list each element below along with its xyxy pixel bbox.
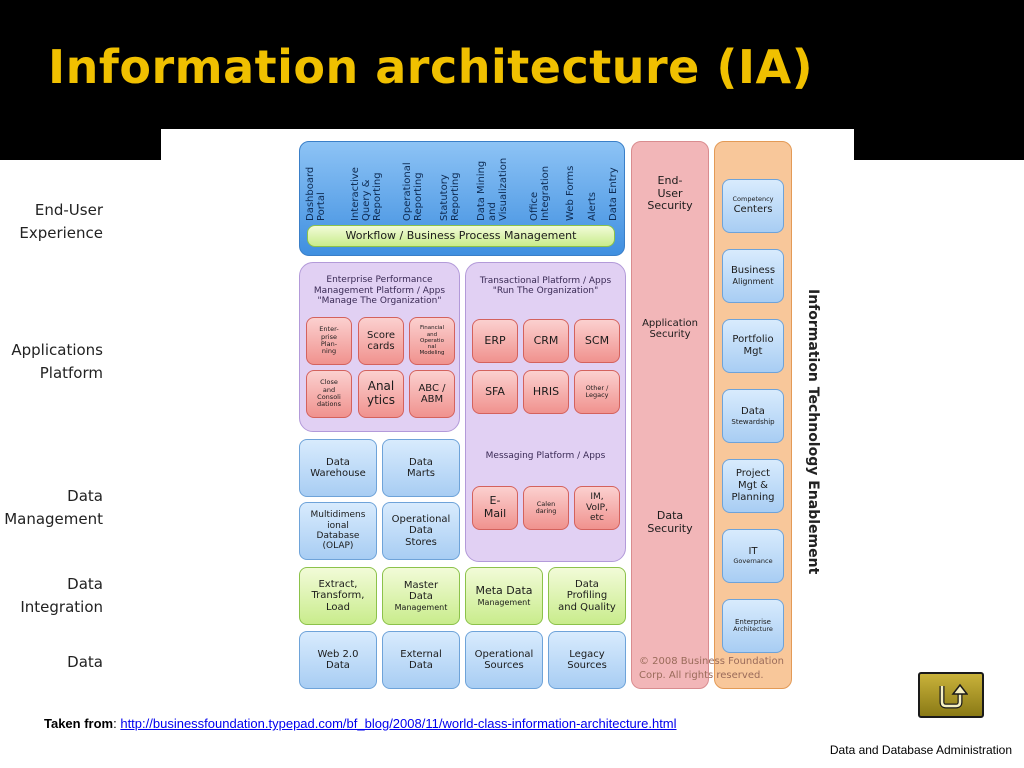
transactional-item: SFA — [472, 370, 518, 414]
copyright-notice: © 2008 Business Foundation Corp. All rig… — [639, 656, 784, 681]
epm-item: Close and Consoli dations — [306, 370, 352, 418]
end-user-item: Data Mining and Visualization — [476, 157, 509, 221]
end-user-item: Interactive Query & Reporting — [350, 167, 383, 221]
transactional-item: ERP — [472, 319, 518, 363]
data-management-item: Multidimens ional Database (OLAP) — [299, 502, 377, 560]
it-enablement-item: Project Mgt & Planning — [722, 459, 784, 513]
data-integration-item: Master Data Management — [382, 567, 460, 625]
data-integration-main: Master Data — [403, 579, 439, 603]
data-integration-item: Meta Data Management — [465, 567, 543, 625]
it-item-sub: Architecture — [733, 625, 773, 634]
end-user-item: Dashboard Portal — [305, 166, 327, 221]
it-item-main: IT — [748, 546, 758, 558]
transactional-item: Other / Legacy — [574, 370, 620, 414]
it-item-sub: Alignment — [732, 277, 774, 287]
it-item-sub: Centers — [733, 203, 773, 215]
row-label-data: Data — [67, 653, 103, 671]
epm-title: Enterprise Performance Management Platfo… — [313, 275, 446, 307]
it-item-main: Competency — [732, 195, 774, 204]
it-item-main: Portfolio Mgt — [732, 334, 774, 357]
it-item-sub: Governance — [733, 557, 773, 566]
it-item-main: Business — [730, 265, 776, 277]
it-enablement-item: Portfolio Mgt — [722, 319, 784, 373]
source-caption: Taken from: http://businessfoundation.ty… — [44, 716, 677, 731]
messaging-item: IM, VoIP, etc — [574, 486, 620, 530]
ia-diagram: End-User Experience Applications Platfor… — [4, 129, 854, 691]
application-security: Application Security — [642, 317, 698, 341]
it-enablement-item: Data Stewardship — [722, 389, 784, 443]
row-label-end-user: End-User Experience — [19, 201, 103, 242]
messaging-item: E- Mail — [472, 486, 518, 530]
epm-item: Anal ytics — [358, 370, 404, 418]
return-button[interactable] — [918, 672, 984, 718]
workflow-bar: Workflow / Business Process Management — [307, 225, 615, 247]
data-management-item: Operational Data Stores — [382, 502, 460, 560]
security-column — [631, 141, 709, 689]
it-enablement-item: Enterprise Architecture — [722, 599, 784, 653]
it-item-main: Enterprise — [734, 617, 771, 626]
transactional-title: Transactional Platform / Apps "Run The O… — [479, 275, 612, 296]
end-user-item: Statutory Reporting — [439, 172, 461, 221]
messaging-item: Calen daring — [523, 486, 569, 530]
data-source-item: Legacy Sources — [548, 631, 626, 689]
end-user-item: Office Integration — [529, 165, 551, 221]
it-enablement-item: Competency Centers — [722, 179, 784, 233]
transactional-item: CRM — [523, 319, 569, 363]
it-enablement-item: IT Governance — [722, 529, 784, 583]
data-source-item: Web 2.0 Data — [299, 631, 377, 689]
data-integration-sub: Management — [394, 602, 448, 612]
epm-item: ABC / ABM — [409, 370, 455, 418]
messaging-title: Messaging Platform / Apps — [485, 450, 606, 461]
source-link[interactable]: http://businessfoundation.typepad.com/bf… — [120, 716, 677, 731]
end-user-item: Alerts — [587, 191, 598, 221]
row-label-data-management: Data Management — [4, 487, 103, 528]
slide-title: Information architecture (IA) — [48, 40, 814, 94]
data-source-item: External Data — [382, 631, 460, 689]
it-item-sub: Stewardship — [731, 417, 775, 426]
data-integration-sub: Management — [477, 597, 531, 607]
data-management-item: Data Warehouse — [299, 439, 377, 497]
transactional-item: HRIS — [523, 370, 569, 414]
epm-item: Financial and Operatio nal Modeling — [409, 317, 455, 365]
transactional-item: SCM — [574, 319, 620, 363]
row-label-data-integration: Data Integration — [20, 575, 103, 616]
slide-footer: Data and Database Administration — [829, 743, 1012, 757]
return-arrow-icon — [939, 683, 968, 709]
epm-item: Score cards — [358, 317, 404, 365]
it-enablement-item: Business Alignment — [722, 249, 784, 303]
end-user-security: End- User Security — [647, 174, 693, 213]
end-user-item: Data Entry — [608, 167, 619, 221]
data-integration-item: Data Profiling and Quality — [548, 567, 626, 625]
caption-prefix: Taken from — [44, 716, 114, 731]
data-security: Data Security — [647, 509, 693, 535]
data-management-item: Data Marts — [382, 439, 460, 497]
it-enablement-label-wrap: Information Technology Enablement — [805, 289, 825, 574]
it-enablement-label: Information Technology Enablement — [805, 289, 821, 575]
end-user-item: Operational Reporting — [402, 162, 424, 221]
data-integration-item: Extract, Transform, Load — [299, 567, 377, 625]
data-integration-main: Meta Data — [475, 584, 533, 598]
it-item-main: Data — [741, 405, 765, 417]
data-source-item: Operational Sources — [465, 631, 543, 689]
epm-item: Enter- prise Plan- ning — [306, 317, 352, 365]
row-label-applications: Applications Platform — [11, 341, 103, 382]
it-item-main: Project Mgt & Planning — [731, 468, 775, 503]
end-user-item: Web Forms — [565, 165, 576, 221]
